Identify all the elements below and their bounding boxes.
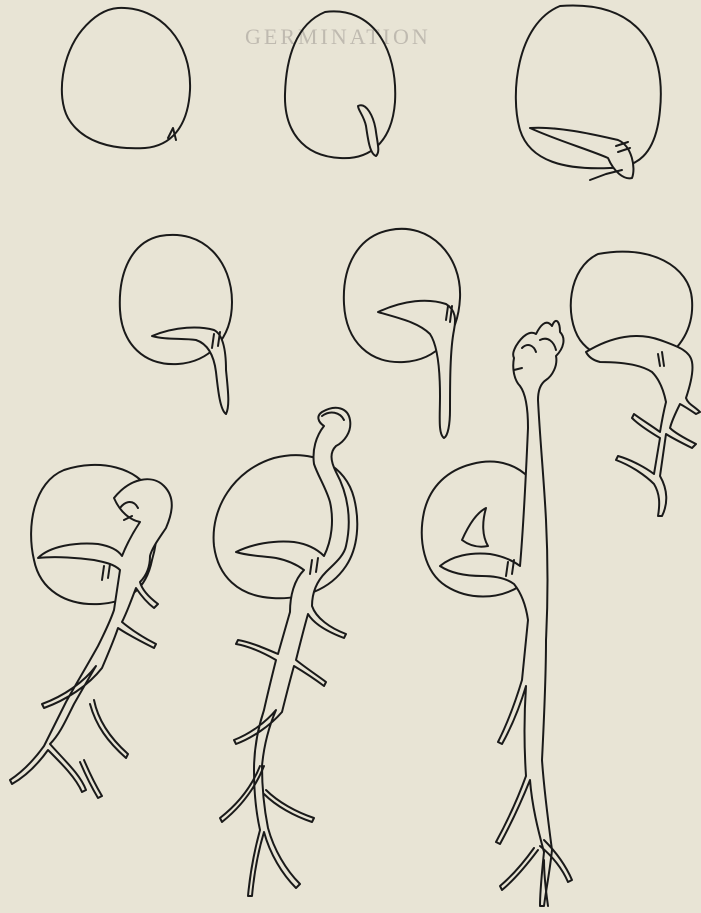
seed-stage-6	[571, 252, 700, 516]
seed-stage-4	[120, 235, 232, 414]
seed-stage-7	[10, 465, 172, 798]
bleed-heading: GERMINATION	[245, 24, 431, 49]
seed-stage-8	[214, 408, 358, 896]
seed-stage-5	[344, 229, 460, 438]
bleed-through-text: GERMINATION	[245, 24, 431, 49]
seed-stage-3	[516, 6, 661, 180]
seed-stage-1	[62, 8, 190, 148]
